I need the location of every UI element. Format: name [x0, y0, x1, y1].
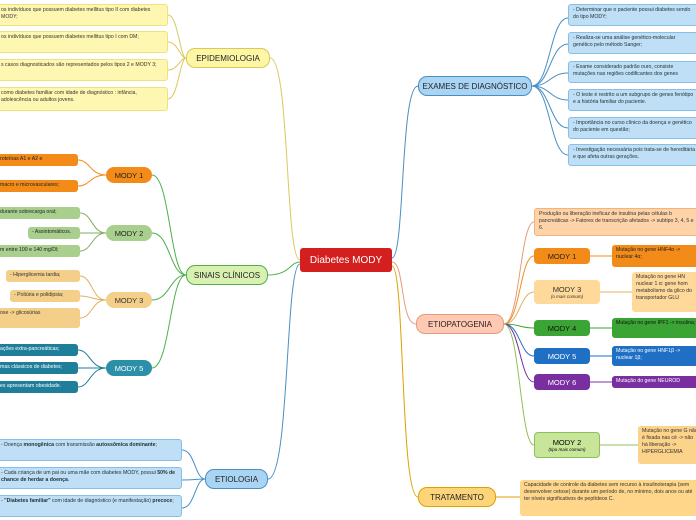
etiologia-item-2[interactable]: - Cada criança de um pai ou uma mãe com …: [0, 467, 182, 489]
epidemiologia-item-2[interactable]: os indivíduos que possuem diabetes melli…: [0, 31, 168, 53]
sinais-mody2-item-3[interactable]: m entre 100 e 140 mg/Dl;: [0, 245, 80, 257]
sinais-mody5-item-2[interactable]: mas clássicos de diabetes;: [0, 362, 78, 374]
exames-item-2[interactable]: - Realiza-se uma análise genético-molecu…: [568, 32, 696, 54]
sinais-mody3-item-2[interactable]: - Poliúria e polidipsia;: [10, 290, 80, 302]
tratamento-text[interactable]: Capacidade de controle da diabetes sem r…: [520, 480, 696, 516]
sinais-mody5-item-1[interactable]: ações extra-pancreáticas;: [0, 344, 78, 356]
sinais-mody2[interactable]: MODY 2: [106, 225, 152, 241]
etiopatogenia-mody2-text[interactable]: Mutação no gene G não é fixada nas cé ->…: [638, 426, 696, 464]
etiopatogenia-mody6[interactable]: MODY 6: [534, 374, 590, 390]
sinais-clinicos-node[interactable]: SINAIS CLÍNICOS: [186, 265, 268, 285]
etiopatogenia-mody4[interactable]: MODY 4: [534, 320, 590, 336]
exames-item-1[interactable]: - Determinar que o paciente possui diabe…: [568, 4, 696, 26]
etiopatogenia-intro[interactable]: Produção ou liberação ineficaz de insuli…: [534, 208, 696, 236]
tratamento-node[interactable]: TRATAMENTO: [418, 487, 496, 507]
sinais-clinicos-title: SINAIS CLÍNICOS: [193, 270, 261, 280]
sinais-mody2-item-1[interactable]: durante sobrecarga oral;: [0, 207, 80, 219]
etiopatogenia-mody5[interactable]: MODY 5: [534, 348, 590, 364]
exames-item-6[interactable]: - Investigação necessária pois trata-se …: [568, 144, 696, 166]
epidemiologia-item-1[interactable]: os indivíduos que possuem diabetes melli…: [0, 4, 168, 26]
etiologia-node[interactable]: ETIOLOGIA: [205, 469, 268, 489]
tratamento-title: TRATAMENTO: [430, 492, 484, 502]
sinais-mody2-item-2[interactable]: - Assintomáticos.: [28, 227, 80, 239]
sinais-mody1-item-1[interactable]: roteínas A1 e A2 e: [0, 154, 78, 166]
etiopatogenia-mody4-text[interactable]: Mutação no gene IPF1 -> insulina;: [612, 318, 696, 338]
central-topic[interactable]: Diabetes MODY: [300, 248, 392, 272]
sinais-mody1[interactable]: MODY 1: [106, 167, 152, 183]
etiopatogenia-node[interactable]: ETIOPATOGENIA: [416, 314, 504, 334]
sinais-mody5[interactable]: MODY 5: [106, 360, 152, 376]
epidemiologia-item-4[interactable]: como diabetes familiar com idade de diag…: [0, 87, 168, 111]
exames-node[interactable]: EXAMES DE DIAGNÓSTICO: [418, 76, 532, 96]
etiologia-item-1[interactable]: - Doença monogênica com transmissão auto…: [0, 439, 182, 461]
exames-item-4[interactable]: - O teste é restrito a um subgrupo de ge…: [568, 89, 696, 111]
sinais-mody3-item-3[interactable]: ose -> glicosúrias: [0, 308, 80, 328]
etiopatogenia-mody5-text[interactable]: Mutação no gene HNF1β -> nuclear 1β;: [612, 346, 696, 366]
central-topic-label: Diabetes MODY: [309, 254, 383, 266]
exames-item-3[interactable]: - Exame considerado padrão ouro, consist…: [568, 61, 696, 83]
sinais-mody3-item-1[interactable]: - Hiperglicemia tardia;: [6, 270, 80, 282]
epidemiologia-title: EPIDEMIOLOGIA: [196, 53, 260, 63]
sinais-mody5-item-3[interactable]: es apresentam obesidade.: [0, 381, 78, 393]
epidemiologia-item-3[interactable]: s casos diagnosticados são representados…: [0, 59, 168, 81]
sinais-mody1-item-2[interactable]: macro e microvasculares;: [0, 180, 78, 192]
sinais-mody3[interactable]: MODY 3: [106, 292, 152, 308]
exames-item-5[interactable]: - Importância no curso clínico da doença…: [568, 117, 696, 139]
etiologia-item-3[interactable]: - "Diabetes familiar" com idade de diagn…: [0, 495, 182, 517]
exames-title: EXAMES DE DIAGNÓSTICO: [422, 81, 528, 91]
epidemiologia-node[interactable]: EPIDEMIOLOGIA: [186, 48, 270, 68]
etiopatogenia-mody3-text[interactable]: Mutação no gene HN nuclear 1 α: gene hom…: [632, 272, 696, 312]
etiopatogenia-mody1[interactable]: MODY 1: [534, 248, 590, 264]
etiopatogenia-mody1-text[interactable]: Mutação no gene HNF4α -> nuclear 4α;: [612, 245, 696, 267]
etiologia-title: ETIOLOGIA: [214, 474, 259, 484]
etiopatogenia-mody2[interactable]: MODY 2(tipo mais comum): [534, 432, 600, 458]
etiopatogenia-mody3[interactable]: MODY 3(o mais comum): [534, 280, 600, 304]
etiopatogenia-title: ETIOPATOGENIA: [427, 319, 492, 329]
etiopatogenia-mody6-text[interactable]: Mutação do gene NEUROD: [612, 376, 696, 388]
